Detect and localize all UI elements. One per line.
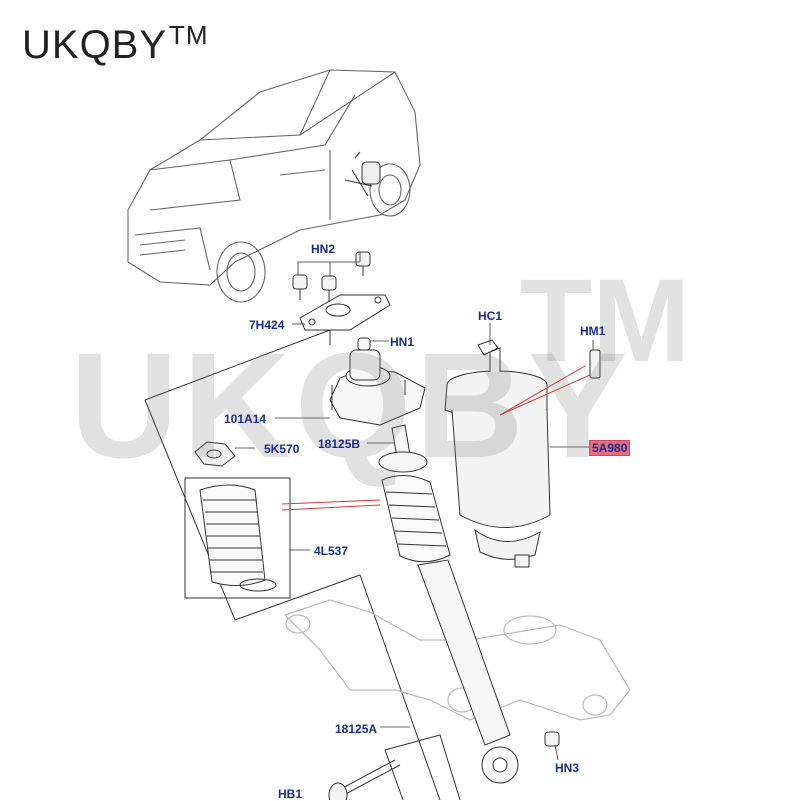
callout-hn1[interactable]: HN1 [390, 335, 415, 349]
brand-logo: UKQBYTM [22, 22, 209, 65]
callout-5k570[interactable]: 5K570 [264, 442, 300, 456]
callout-101a14[interactable]: 101A14 [224, 412, 267, 426]
clip-hc1 [477, 339, 499, 356]
damper-assembly [378, 424, 519, 784]
callout-18125a[interactable]: 18125A [335, 722, 378, 736]
vehicle-strut-detail [344, 151, 381, 197]
nut-hn3 [544, 731, 560, 747]
top-mount-101a14 [329, 337, 426, 426]
callout-18125b[interactable]: 18125B [318, 437, 361, 451]
callout-4l537[interactable]: 4L537 [314, 544, 349, 558]
red-leader-lines [281, 365, 591, 511]
callout-5a980[interactable]: 5A980 [589, 440, 631, 456]
leader-lines [235, 252, 594, 761]
vehicle-illustration [127, 69, 421, 303]
callout-7h424[interactable]: 7H424 [249, 318, 285, 332]
top-mount-gasket [299, 294, 391, 331]
callout-hb1[interactable]: HB1 [278, 787, 303, 801]
rear-subframe [283, 599, 631, 721]
dust-boot-4l537 [184, 477, 291, 599]
brand-name: UKQBY [22, 23, 168, 67]
nut-5k570 [194, 441, 236, 467]
sensor-hm1 [589, 349, 601, 379]
callout-hn3[interactable]: HN3 [555, 761, 580, 775]
callout-hc1[interactable]: HC1 [478, 309, 503, 323]
hn2-nuts [292, 251, 371, 302]
bolt-hb1 [328, 759, 401, 800]
callout-hn2[interactable]: HN2 [311, 242, 336, 256]
callout-hm1[interactable]: HM1 [580, 324, 606, 338]
air-spring-5a980 [444, 347, 551, 568]
brand-trademark: TM [169, 20, 209, 50]
